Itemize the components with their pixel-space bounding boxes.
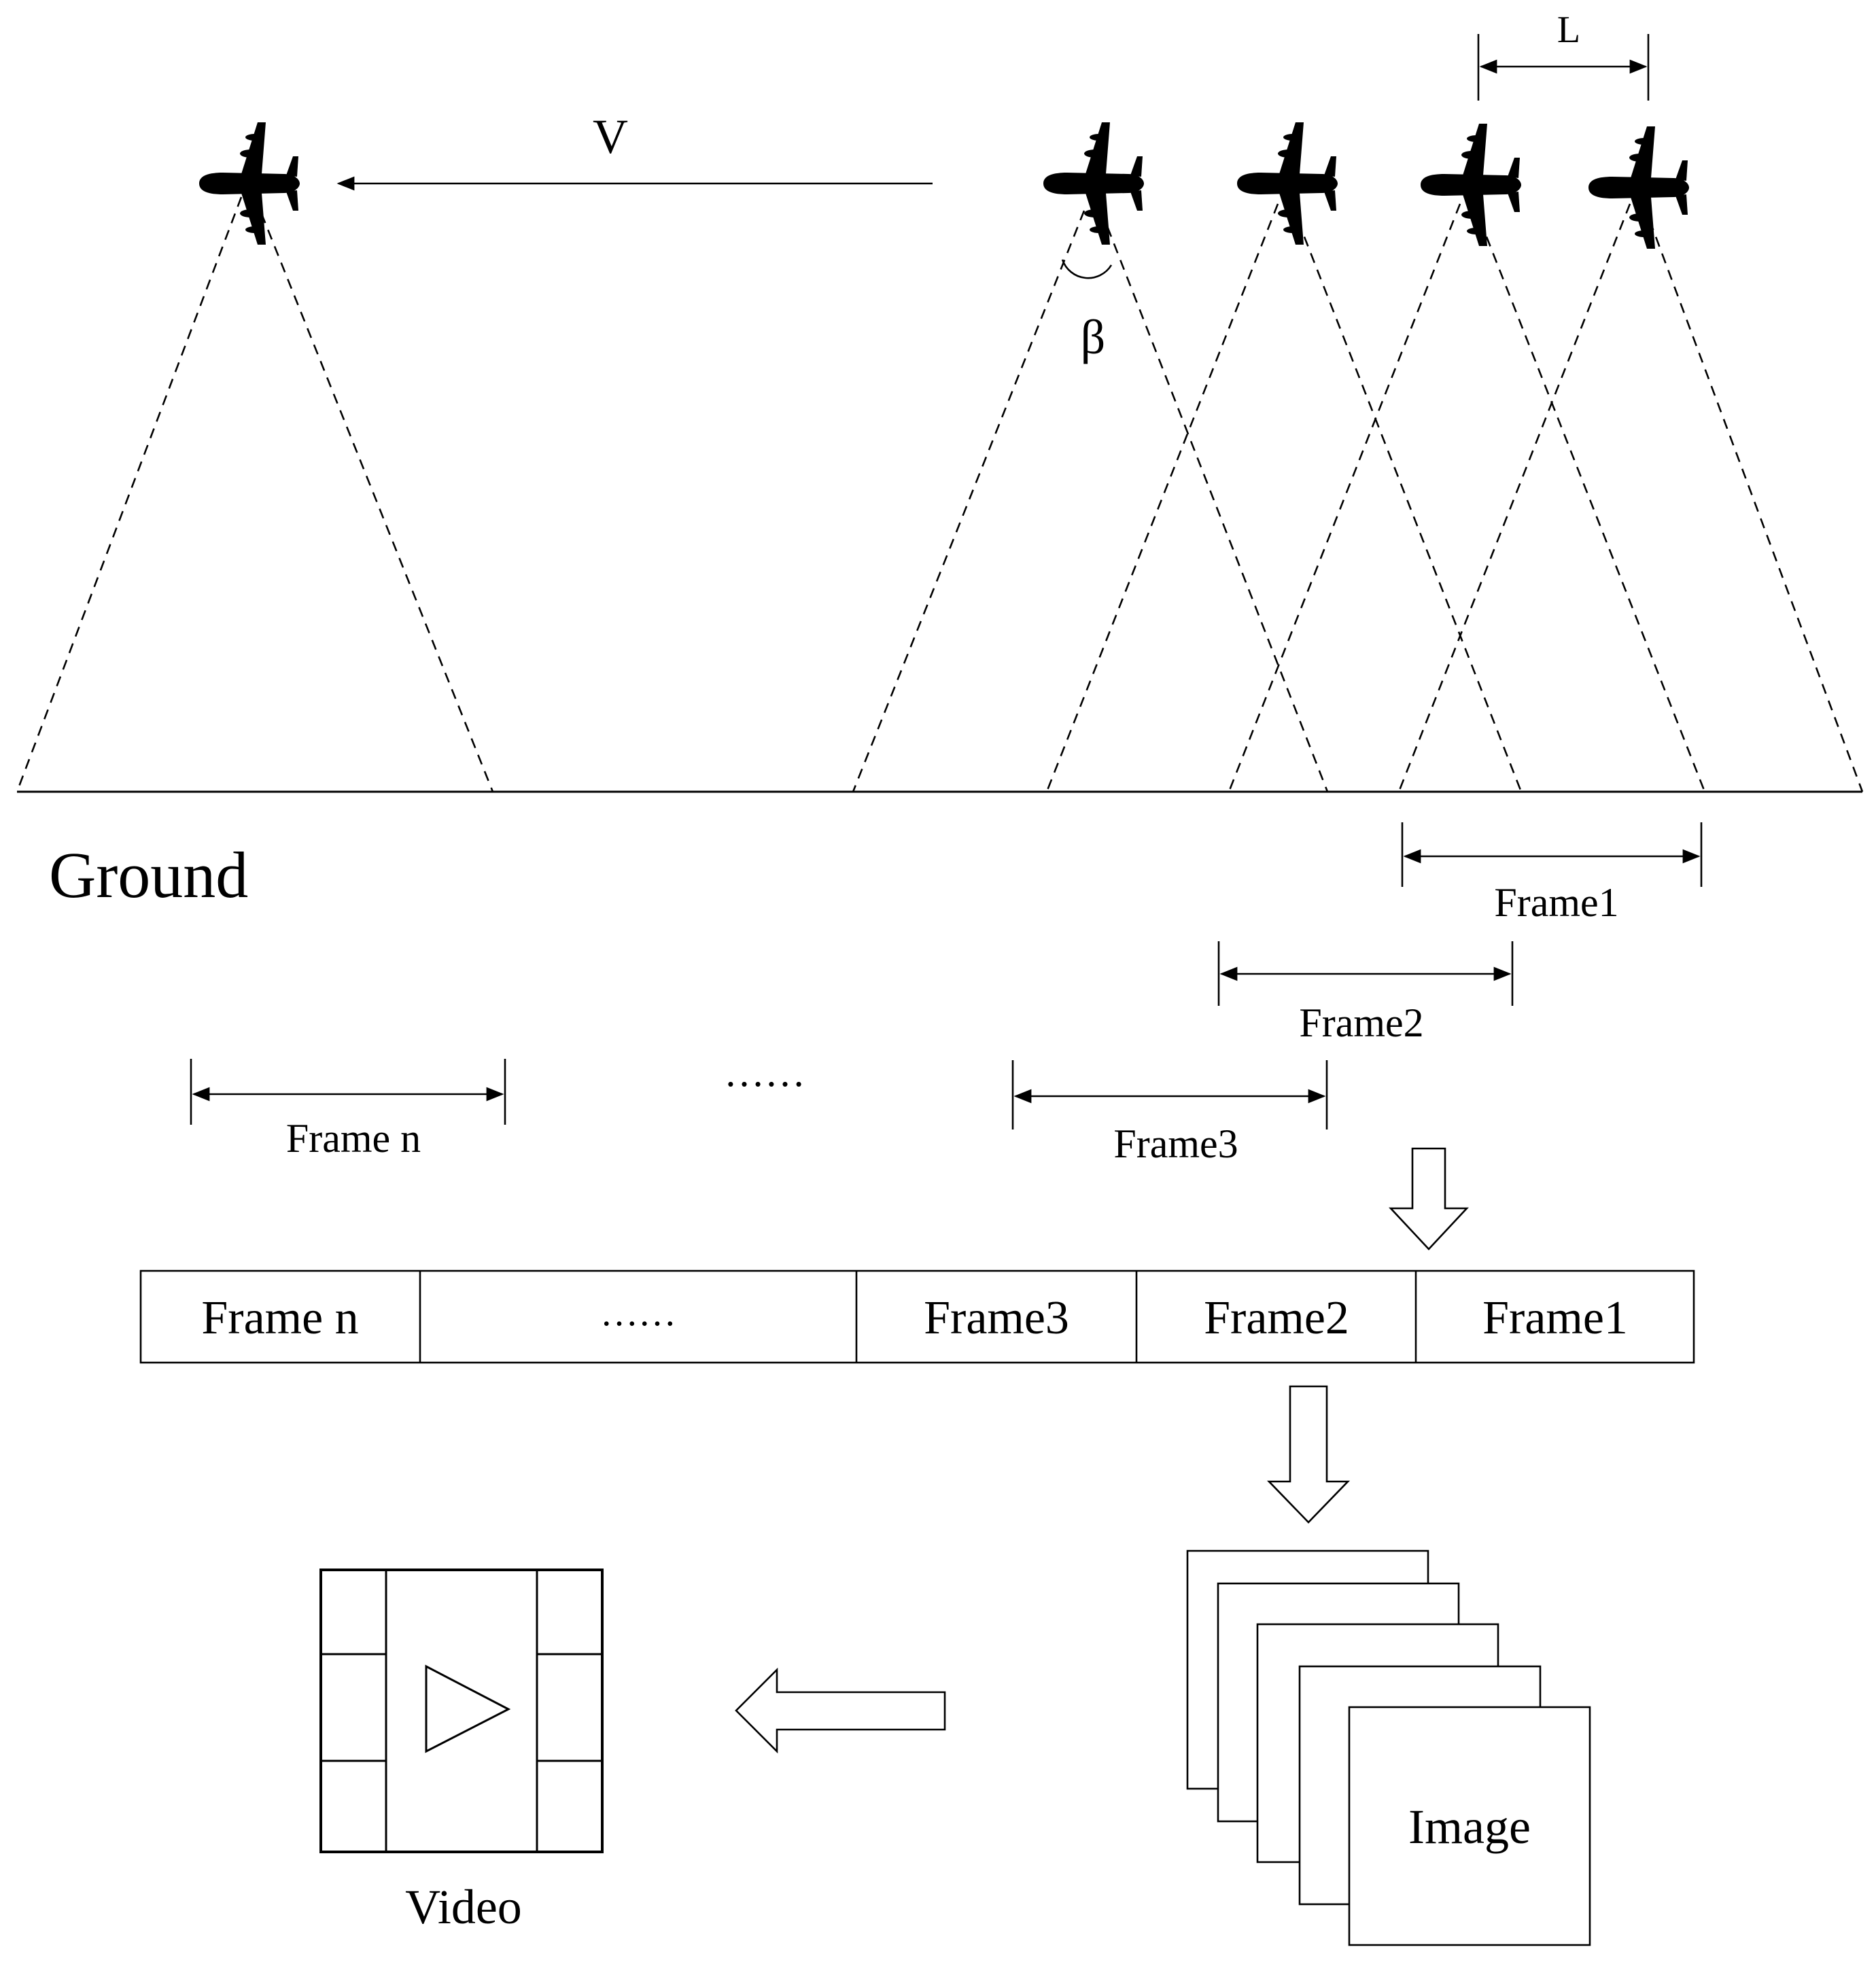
frame1-label: Frame1 (1494, 880, 1618, 925)
airplane-icon (1421, 124, 1521, 246)
image-label: Image (1408, 1800, 1531, 1854)
frame3-footprint: Frame3 (1011, 1060, 1328, 1166)
sequence-cell: Frame2 (1204, 1292, 1349, 1344)
view-cone-line (1290, 203, 1523, 792)
airplane-icon (1237, 122, 1338, 245)
airplane-icon (1043, 122, 1144, 245)
frame1-footprint: Frame1 (1401, 822, 1703, 925)
frame-sequence: Frame n …… Frame3 Frame2 Frame1 (139, 1269, 1695, 1364)
view-cone-line (1228, 203, 1461, 792)
frame-n-label: Frame n (286, 1116, 421, 1161)
angle-arc (1061, 259, 1113, 279)
footprint-ellipsis: …… (724, 1050, 805, 1095)
view-cone-line (1045, 203, 1279, 792)
view-cone-line (1472, 203, 1706, 792)
baseline-label: L (1557, 9, 1580, 51)
image-stack-icon: Image (1186, 1549, 1591, 1946)
sequence-cell: Frame3 (924, 1292, 1069, 1344)
hollow-arrow-icon (735, 1667, 946, 1754)
frame-n-footprint: Frame n (190, 1059, 506, 1161)
ground-label: Ground (49, 839, 248, 911)
view-cone-line (1100, 210, 1329, 792)
velocity-label: V (593, 109, 628, 164)
play-icon (425, 1664, 511, 1753)
view-cone-line (1397, 203, 1631, 792)
sequence-cell: Frame1 (1482, 1292, 1628, 1344)
hollow-arrow-icon (1266, 1385, 1351, 1524)
airplane-icon (199, 122, 300, 245)
view-cone-line (852, 210, 1085, 792)
video-icon (319, 1569, 604, 1853)
sequence-cell: …… (600, 1292, 676, 1334)
view-cone-line (1642, 203, 1864, 792)
video-label: Video (405, 1880, 522, 1934)
view-cone-line (254, 196, 494, 792)
frame2-footprint: Frame2 (1217, 941, 1514, 1045)
frame2-label: Frame2 (1299, 1000, 1423, 1045)
view-cone-line (16, 196, 243, 792)
sequence-cell: Frame n (201, 1292, 358, 1344)
airplane-icon (1588, 126, 1689, 249)
hollow-arrow-icon (1389, 1147, 1469, 1250)
angle-label: β (1081, 310, 1106, 364)
frame3-label: Frame3 (1113, 1121, 1238, 1166)
